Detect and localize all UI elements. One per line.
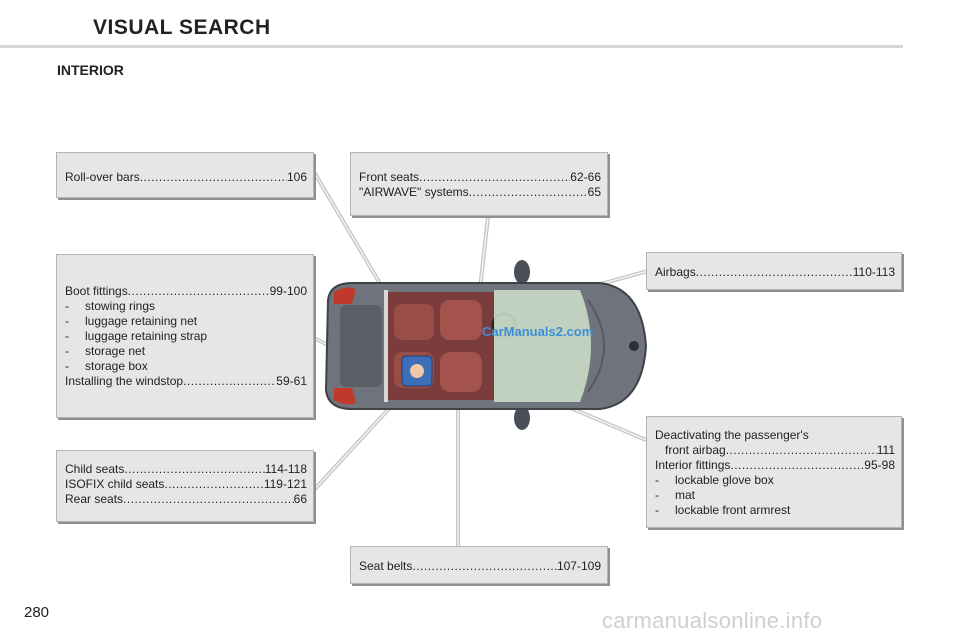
index-entry: Installing the windstop 59-61 <box>65 374 307 389</box>
sub-item: -luggage retaining strap <box>65 329 208 343</box>
index-entry: Boot fittings 99-100 <box>65 284 307 299</box>
page-title: VISUAL SEARCH <box>93 16 271 39</box>
index-entry: Interior fittings 95-98 <box>655 458 895 473</box>
page-ref[interactable]: 66 <box>293 492 307 506</box>
index-entry: ISOFIX child seats 119-121 <box>65 477 307 492</box>
footer-watermark: carmanualsonline.info <box>602 608 823 633</box>
page-ref[interactable]: 119-121 <box>263 477 307 491</box>
sub-item: -stowing rings <box>65 299 156 313</box>
index-entry: front airbag 111 <box>655 443 895 458</box>
interior-fittings-box: Deactivating the passenger's front airba… <box>646 416 902 528</box>
sub-item: -mat <box>655 488 696 502</box>
sub-item: -lockable glove box <box>655 473 774 487</box>
index-entry: Front seats 62-66 <box>359 170 601 185</box>
index-entry: Seat belts 107-109 <box>359 559 601 574</box>
page-ref[interactable]: 95-98 <box>864 458 895 472</box>
index-entry: Child seats 114-118 <box>65 462 307 477</box>
index-entry: Airbags 110-113 <box>655 265 895 280</box>
tail-light <box>334 388 356 405</box>
sub-item: -luggage retaining net <box>65 314 198 328</box>
entry-heading: Deactivating the passenger's <box>655 428 809 442</box>
image-watermark: CarManuals2.com <box>482 324 594 339</box>
boot-area <box>340 305 382 387</box>
rollover-bars-box: Roll-over bars 106 <box>56 152 314 198</box>
page-ref[interactable]: 59-61 <box>276 374 307 388</box>
windscreen <box>494 290 591 402</box>
sub-item: -storage box <box>65 359 148 373</box>
page-ref[interactable]: 99-100 <box>269 284 307 298</box>
sub-item: -lockable front armrest <box>655 503 791 517</box>
page-ref[interactable]: 62-66 <box>570 170 601 184</box>
seat-belts-box: Seat belts 107-109 <box>350 546 608 584</box>
front-seat <box>440 300 482 340</box>
front-seats-box: Front seats 62-66 "AIRWAVE" systems 65 <box>350 152 608 216</box>
page-ref[interactable]: 65 <box>587 185 601 199</box>
page-ref[interactable]: 111 <box>876 443 895 457</box>
rear-seat <box>394 304 434 340</box>
page-ref[interactable]: 114-118 <box>264 462 307 476</box>
page-ref[interactable]: 106 <box>286 170 307 184</box>
left-mirror <box>514 260 530 284</box>
sub-item: -storage net <box>65 344 146 358</box>
badge-icon <box>629 341 639 351</box>
front-seat <box>440 352 482 392</box>
index-entry: Rear seats 66 <box>65 492 307 507</box>
child-seats-box: Child seats 114-118 ISOFIX child seats 1… <box>56 450 314 522</box>
boot-fittings-box: Boot fittings 99-100 -stowing rings -lug… <box>56 254 314 418</box>
index-entry: Roll-over bars 106 <box>65 170 307 185</box>
right-mirror <box>514 406 530 430</box>
page-number: 280 <box>24 604 50 621</box>
child-figure <box>410 364 424 378</box>
index-entry: "AIRWAVE" systems 65 <box>359 185 601 200</box>
page-ref[interactable]: 110-113 <box>852 265 895 279</box>
tail-light <box>334 287 356 304</box>
section-heading: INTERIOR <box>57 62 124 78</box>
page-ref[interactable]: 107-109 <box>556 559 601 573</box>
airbags-box: Airbags 110-113 <box>646 252 902 290</box>
title-divider <box>0 45 903 48</box>
